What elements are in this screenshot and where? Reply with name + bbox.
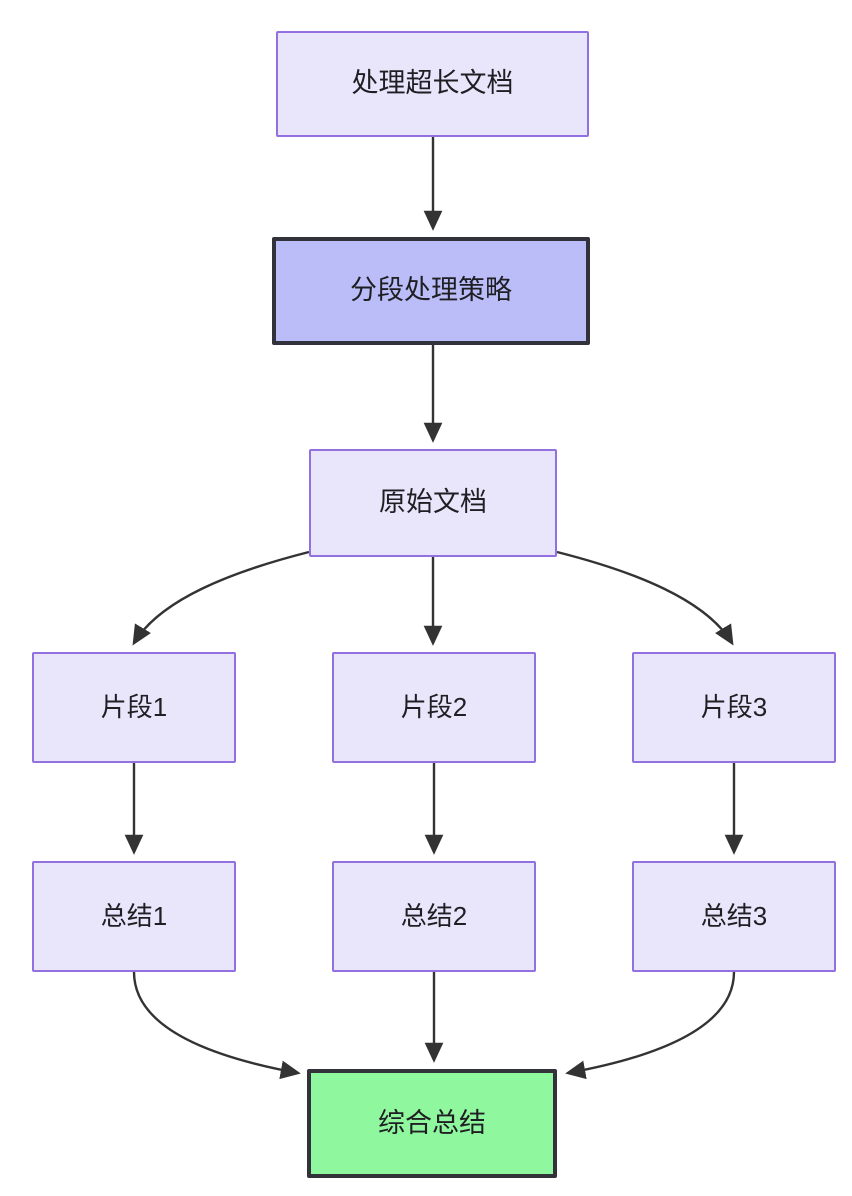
edge-n7-to-n10: [132, 971, 301, 1080]
node-fragment-1[interactable]: 片段1: [32, 652, 236, 763]
node-label: 分段处理策略: [350, 275, 512, 306]
node-label: 片段1: [100, 692, 168, 723]
node-summary-1[interactable]: 总结1: [32, 861, 236, 972]
edge-n3-to-n4: [132, 550, 310, 646]
node-segmentation-strategy[interactable]: 分段处理策略: [272, 237, 590, 345]
node-comprehensive-summary[interactable]: 综合总结: [307, 1069, 557, 1178]
node-label: 总结2: [400, 901, 468, 932]
node-process-long-document[interactable]: 处理超长文档: [276, 31, 589, 137]
node-fragment-3[interactable]: 片段3: [632, 652, 836, 763]
node-label: 片段2: [400, 692, 468, 723]
node-summary-2[interactable]: 总结2: [332, 861, 536, 972]
node-original-document[interactable]: 原始文档: [309, 449, 557, 557]
node-fragment-2[interactable]: 片段2: [332, 652, 536, 763]
node-label: 总结3: [700, 901, 768, 932]
node-label: 处理超长文档: [351, 68, 514, 99]
node-label: 原始文档: [379, 487, 487, 518]
edge-n3-to-n6: [556, 550, 734, 646]
node-label: 综合总结: [378, 1107, 486, 1138]
node-label: 片段3: [700, 692, 768, 723]
node-summary-3[interactable]: 总结3: [632, 861, 836, 972]
edge-n9-to-n10: [565, 971, 736, 1080]
node-label: 总结1: [100, 901, 168, 932]
